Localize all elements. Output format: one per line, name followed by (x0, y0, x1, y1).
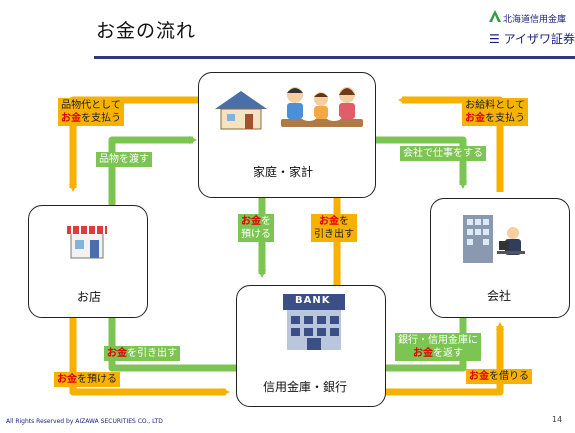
label-company-repay-post: を返す (433, 348, 463, 359)
house-icon (215, 91, 267, 130)
office-worker-icon (463, 215, 525, 263)
label-withdraw-household-post: を (339, 216, 349, 227)
label-salary-money: お金 (465, 113, 485, 124)
label-shop-deposit-post: を預ける (77, 374, 117, 385)
label-company-repay: 銀行・信用金庫に お金を返す (395, 333, 481, 361)
label-salary-post: を支払う (485, 113, 525, 124)
household-label: 家庭・家計 (253, 165, 314, 179)
shop-label: お店 (77, 290, 102, 304)
shop-icon (67, 226, 107, 259)
label-deposit-household-line2: 預ける (241, 229, 271, 240)
label-shop-withdraw-post: を引き出す (127, 348, 177, 359)
bank-box: BANK 信用金庫・銀行 (236, 285, 386, 407)
logo-line1: 北海道信用金庫 (503, 15, 567, 25)
company-box: 会社 (430, 198, 570, 318)
bank-sign: BANK (295, 295, 331, 306)
label-company-repay-pre: 銀行・信用金庫に (398, 335, 478, 346)
title-underline (94, 56, 575, 59)
label-shop-deposit-money: お金 (57, 374, 77, 385)
label-company-repay-money: お金 (413, 348, 433, 359)
arrow-give-goods (108, 136, 197, 205)
label-company-borrow: お金を借りる (466, 369, 532, 384)
label-salary-pre: お給料として (465, 100, 525, 111)
family-eating-icon (281, 87, 363, 127)
label-salary: お給料として お金を支払う (462, 98, 528, 126)
label-pay-goods-pre: 品物代として (61, 100, 121, 111)
label-work-text: 会社で仕事をする (403, 148, 483, 159)
label-deposit-household-money: お金 (241, 216, 261, 227)
label-give-goods-text: 品物を渡す (99, 154, 149, 165)
label-withdraw-household: お金を 引き出す (311, 214, 357, 242)
company-logo: 北海道信用金庫 ☰ アイザワ証券 (487, 6, 575, 50)
label-shop-withdraw: お金を引き出す (104, 346, 180, 361)
bank-building-icon (283, 294, 345, 350)
label-pay-goods: 品物代として お金を支払う (58, 98, 124, 126)
page-number: 14 (552, 415, 563, 424)
bank-label: 信用金庫・銀行 (263, 380, 348, 394)
label-deposit-household-post: を (261, 216, 271, 227)
logo-mark-icon (489, 10, 501, 22)
label-company-borrow-post: を借りる (489, 371, 529, 382)
arrow-work (368, 136, 467, 189)
label-pay-goods-money: お金 (61, 113, 81, 124)
label-company-borrow-money: お金 (469, 371, 489, 382)
label-deposit-household: お金を 預ける (238, 214, 274, 242)
arrow-shop-deposit (69, 318, 230, 396)
company-label: 会社 (487, 289, 512, 303)
slide-title: お金の流れ (96, 20, 197, 42)
label-work: 会社で仕事をする (400, 146, 486, 161)
arrow-shop-withdraw (108, 314, 236, 372)
household-box: 家庭・家計 (198, 72, 376, 198)
label-pay-goods-post: を支払う (81, 113, 121, 124)
copyright-footer: All Rights Reserved by AIZAWA SECURITIES… (6, 418, 163, 425)
label-give-goods: 品物を渡す (96, 152, 152, 167)
shop-box: お店 (28, 205, 148, 318)
label-withdraw-household-line2: 引き出す (314, 229, 354, 240)
label-shop-withdraw-money: お金 (107, 348, 127, 359)
logo-line2-text: アイザワ証券 (503, 32, 575, 46)
logo-line2: ☰ アイザワ証券 (489, 32, 575, 46)
label-shop-deposit: お金を預ける (54, 372, 120, 387)
label-withdraw-household-money: お金 (319, 216, 339, 227)
arrow-company-borrow (386, 322, 504, 396)
